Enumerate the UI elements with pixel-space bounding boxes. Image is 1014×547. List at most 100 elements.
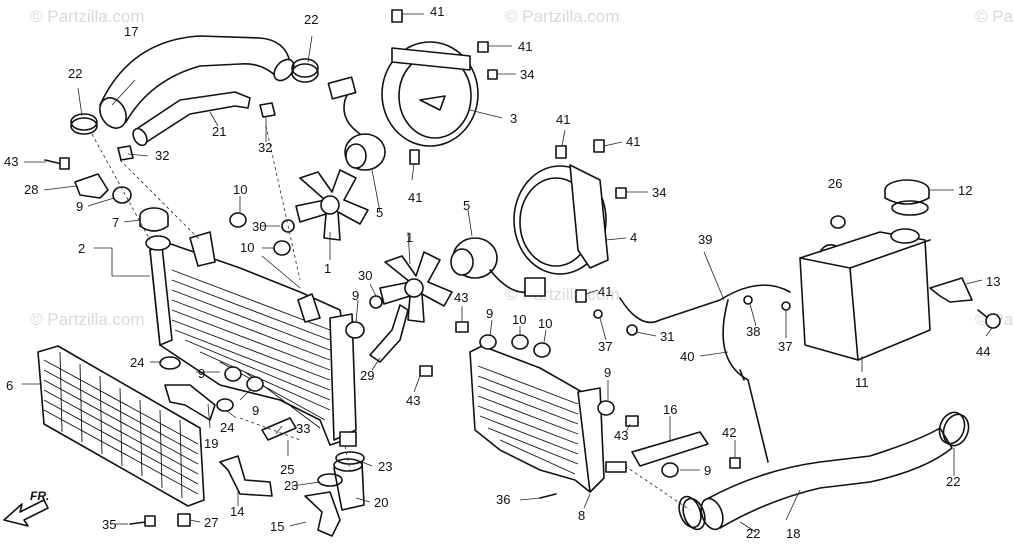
grommet[interactable] [479,334,497,350]
lower-hose[interactable] [697,427,953,532]
callout-19: 19 [204,436,218,451]
bolt[interactable] [391,9,403,23]
tube-clip[interactable] [781,301,791,311]
fan-shroud-left[interactable] [381,41,479,147]
clip[interactable] [177,513,191,527]
callout-2: 2 [78,241,85,256]
clip[interactable] [117,102,276,161]
grommet[interactable] [597,400,615,416]
hose-clamp[interactable] [935,409,972,449]
callout-16: 16 [663,402,677,417]
radiator-cap[interactable] [139,207,169,232]
lower-hose-left[interactable] [164,384,216,421]
callout-43: 43 [4,154,18,169]
grommet[interactable] [369,295,383,309]
callout-27: 27 [204,515,218,530]
bolt[interactable] [419,365,433,377]
callout-9: 9 [76,199,83,214]
bolt[interactable] [409,149,420,165]
grommet[interactable] [224,366,242,382]
hose-clamp[interactable] [317,473,343,487]
callout-9: 9 [604,365,611,380]
bolt[interactable] [455,321,469,333]
upper-hose[interactable] [95,35,298,133]
cooling-fan[interactable] [379,251,453,323]
bolt[interactable] [729,457,741,469]
grommet[interactable] [661,462,679,478]
hose-clamp[interactable] [291,58,319,83]
left-radiator[interactable] [145,231,357,447]
hose-clamp[interactable] [675,494,709,533]
callout-26: 26 [828,176,842,191]
callout-22: 22 [746,526,760,541]
bolt[interactable] [555,145,567,159]
callout-37: 37 [598,339,612,354]
radiator-stay[interactable] [631,431,709,467]
water-joint-pipe[interactable] [219,455,273,497]
callout-9: 9 [198,366,205,381]
radiator-grille[interactable] [37,345,205,507]
callout-34: 34 [652,185,666,200]
tube-clip[interactable] [593,309,603,319]
collar[interactable] [511,334,529,350]
bolt[interactable] [615,187,627,199]
tube-clip[interactable] [626,324,638,336]
callout-32: 32 [258,140,272,155]
thermo-switch[interactable] [261,417,297,441]
reserve-tank-stay[interactable] [929,277,973,303]
fan-shroud-right[interactable] [513,164,609,275]
radiator-stay[interactable] [74,173,109,199]
watermark-text: © Partzilla.com [505,7,620,26]
bolt[interactable] [593,139,605,153]
collar[interactable] [273,240,291,256]
grommet[interactable] [246,376,264,392]
siphon-tube[interactable] [722,299,769,463]
callout-41: 41 [518,39,532,54]
hose-clamp[interactable] [216,398,234,412]
overflow-tube[interactable] [619,284,791,324]
collar[interactable] [533,342,551,358]
callout-10: 10 [538,316,552,331]
cooling-fan[interactable] [295,169,369,241]
callout-11: 11 [855,375,869,390]
radiator-stay[interactable] [304,491,341,537]
callout-1: 1 [406,230,413,245]
callout-43: 43 [614,428,628,443]
reserve-tank-cap[interactable] [884,179,930,205]
tube-clip[interactable] [743,295,753,305]
reserve-tank[interactable] [799,228,931,361]
bolt[interactable] [575,289,587,303]
clip[interactable] [539,493,557,499]
watermark-text: © Partzilla.com [30,7,145,26]
fan-motor[interactable] [450,237,546,297]
hose-clamp[interactable] [335,451,365,465]
hose-clamp[interactable] [159,356,181,370]
callout-44: 44 [976,344,990,359]
fan-stay[interactable] [369,304,409,363]
callout-31: 31 [660,329,674,344]
right-radiator[interactable] [469,345,627,493]
cap-seal[interactable] [891,200,929,216]
bolt[interactable] [977,309,1001,329]
fan-motor[interactable] [327,76,386,171]
bolt[interactable] [477,41,489,53]
collar[interactable] [229,212,247,228]
bolt[interactable] [487,69,498,80]
callout-9: 9 [252,403,259,418]
bolt[interactable] [625,415,639,427]
grommet[interactable] [112,186,132,204]
bolt[interactable] [44,157,70,170]
hose-clamp[interactable] [70,113,98,135]
callout-21: 21 [212,124,226,139]
callout-23: 23 [284,478,298,493]
callout-8: 8 [578,508,585,523]
grommet[interactable] [345,321,365,339]
watermarks: © Partzilla.com © Partzilla.com © Partzi… [30,7,1014,329]
callout-23: 23 [378,459,392,474]
clip[interactable] [830,215,846,229]
callout-10: 10 [233,182,247,197]
callout-41: 41 [626,134,640,149]
callout-10: 10 [512,312,526,327]
water-pipe[interactable] [130,91,251,148]
bolt[interactable] [129,515,156,527]
